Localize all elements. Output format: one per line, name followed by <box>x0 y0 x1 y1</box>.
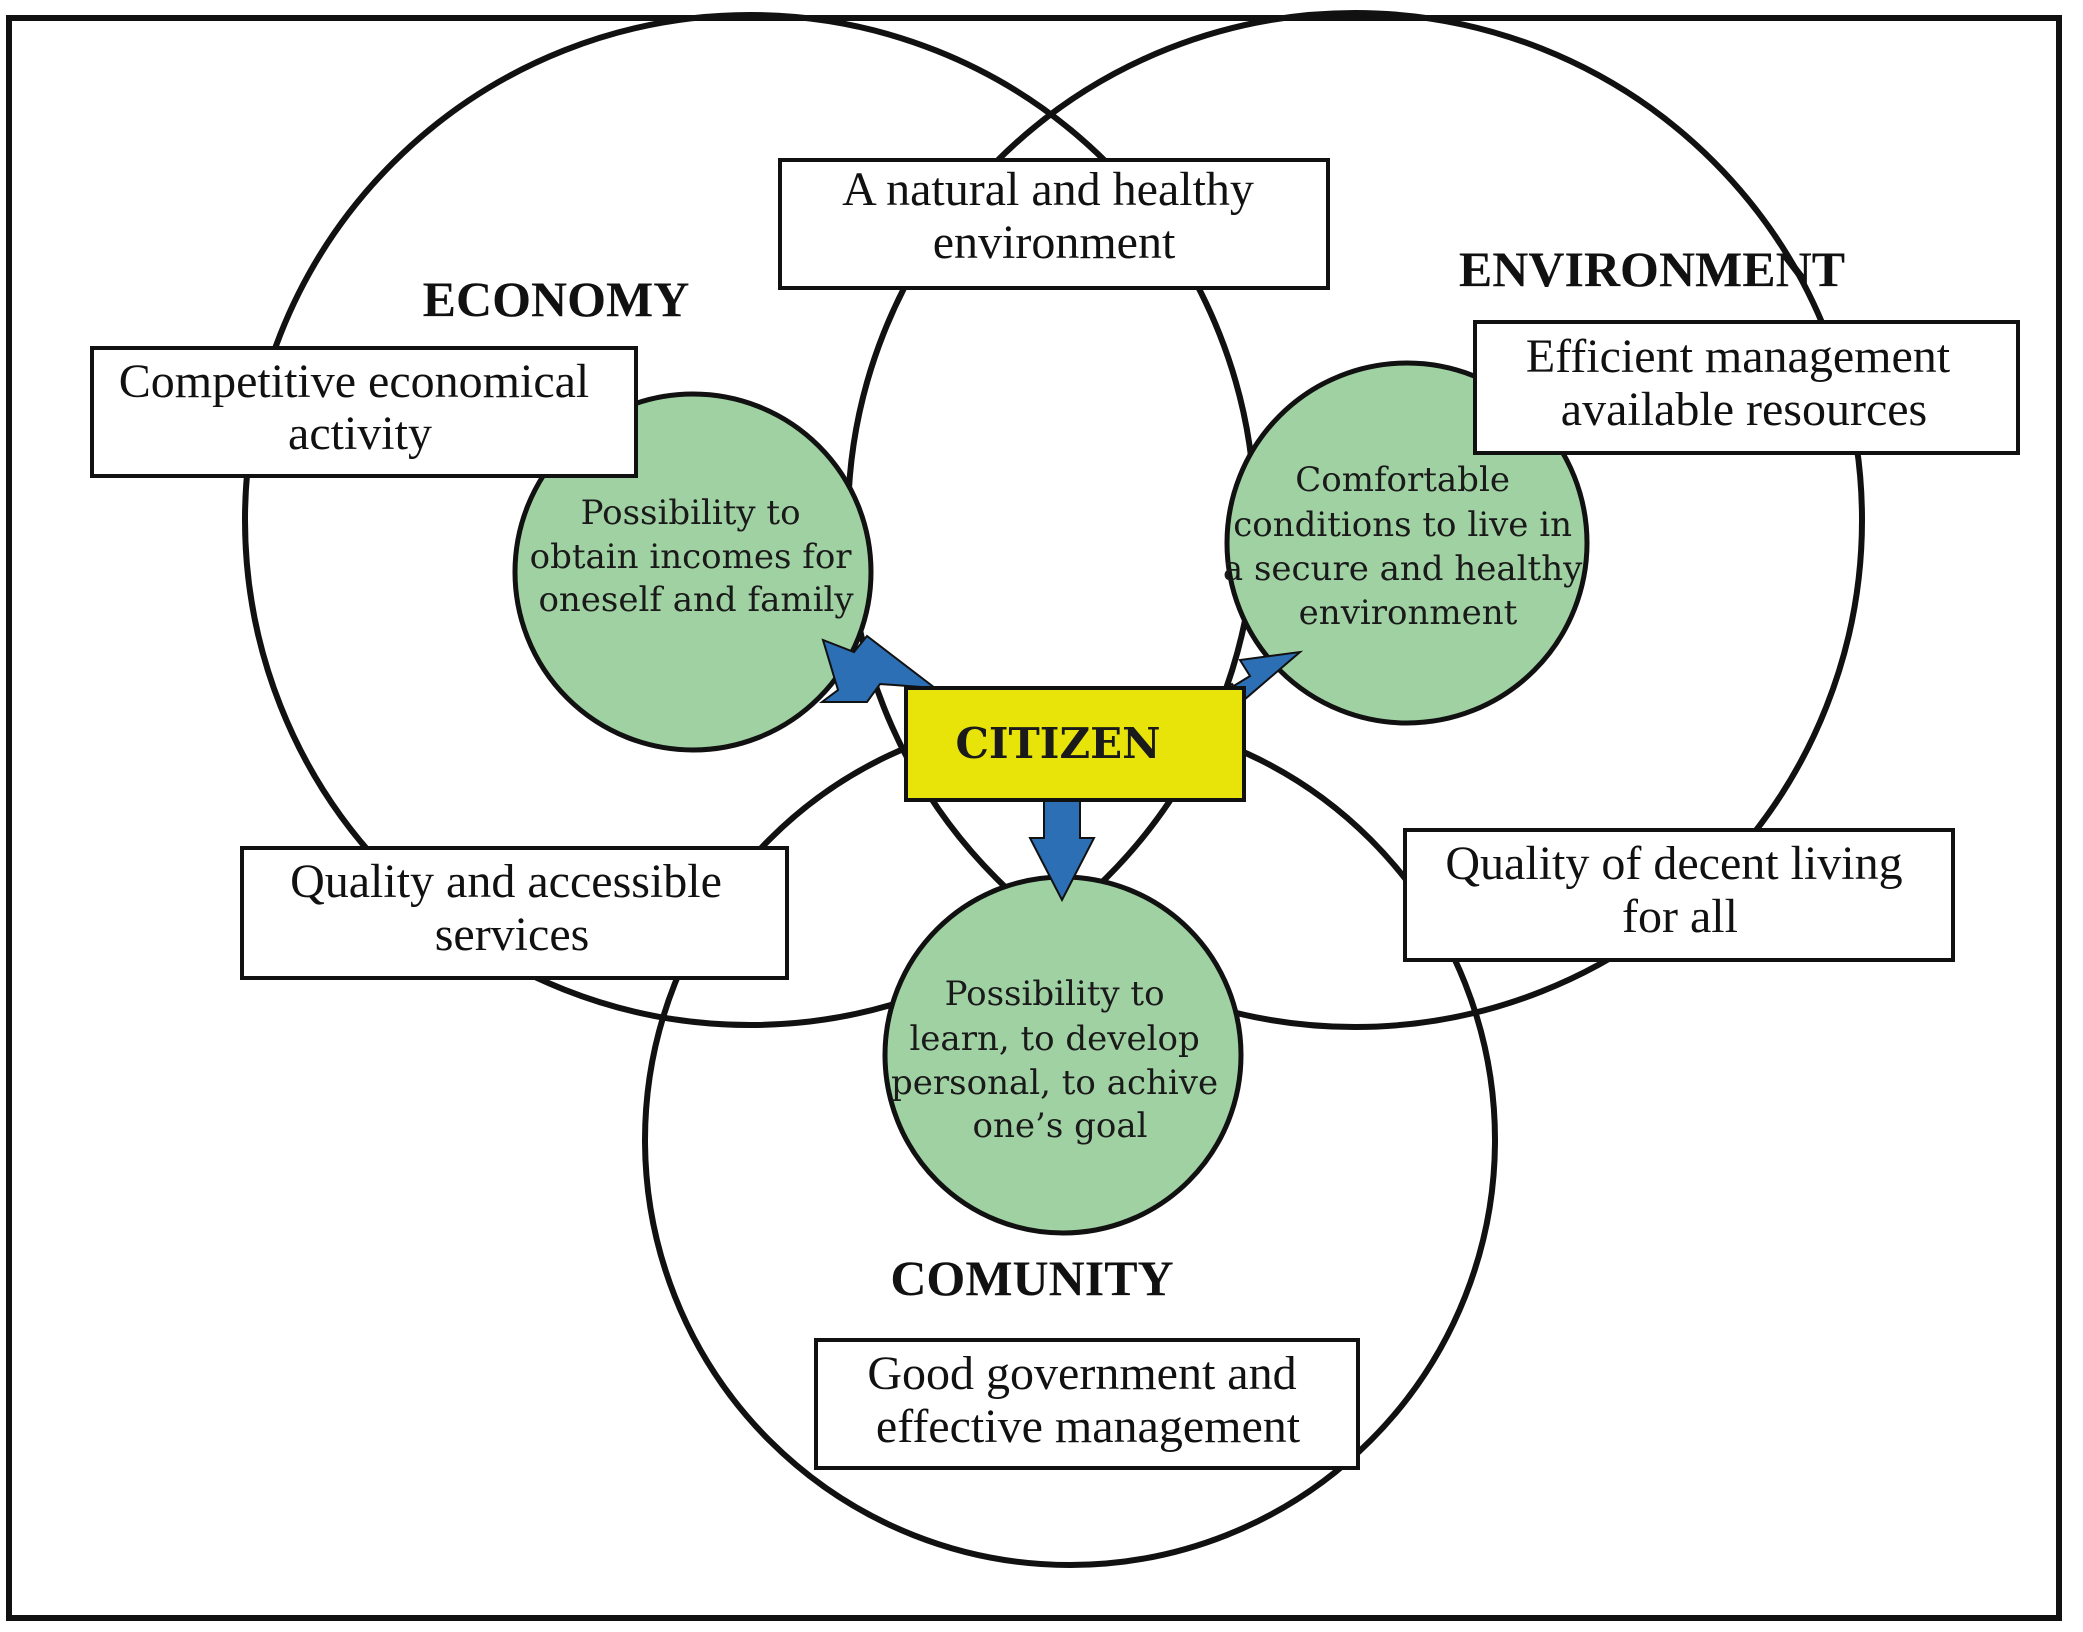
box-environment: Efficient management available resources <box>1473 320 2020 455</box>
box-left: Quality and accessible services <box>240 846 789 980</box>
community-heading: COMUNITY <box>890 1250 1173 1306</box>
svg-text:Good government and effe: Good government and effective management <box>867 1347 1308 1453</box>
svg-text:A natural and healthy en: A natural and healthy environment <box>842 163 1266 269</box>
diagram-frame <box>6 15 2062 1621</box>
svg-text:Competitive economical a: Competitive economical activity <box>119 355 602 460</box>
citizen-label: CITIZEN <box>955 719 1160 768</box>
box-economy: Competitive economical activity <box>90 346 638 478</box>
environment-inner-text: Comfortable conditions to live in a secu… <box>1223 460 1593 633</box>
box-bottom: Good government and effective management <box>814 1338 1360 1470</box>
arrow-to-community-icon <box>1028 799 1096 903</box>
box-top: A natural and healthy environment <box>778 158 1330 290</box>
arrow-to-economy-icon <box>819 634 939 703</box>
svg-text:Quality of decent living: Quality of decent living for all <box>1445 837 1914 943</box>
svg-text:Quality and accessible s: Quality and accessible services <box>290 855 734 961</box>
economy-inner-circle <box>512 391 874 753</box>
economy-heading: ECONOMY <box>423 271 690 327</box>
economy-inner-text: Possibility to obtain incomes for onesel… <box>530 493 863 620</box>
community-inner-text: Possibility to learn, to develop persona… <box>891 974 1229 1146</box>
svg-text:Efficient management ava: Efficient management available resources <box>1526 330 1962 436</box>
environment-heading: ENVIRONMENT <box>1459 241 1845 297</box>
citizen-box <box>904 686 1246 802</box>
box-right: Quality of decent living for all <box>1403 828 1955 962</box>
